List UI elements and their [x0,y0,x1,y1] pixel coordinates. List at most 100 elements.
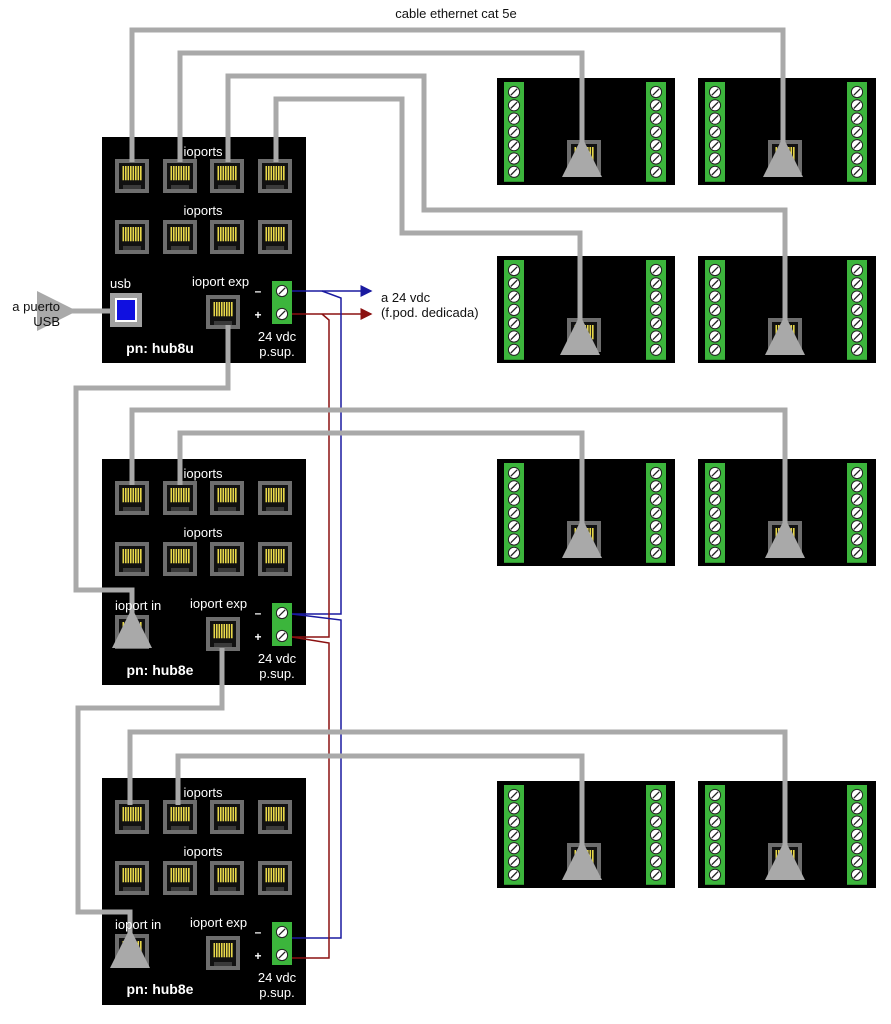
terminal-block-left [504,82,524,182]
ethernet-cable [177,50,602,177]
ioport-bottom-3 [210,542,244,576]
ioport-exp-connector [206,295,240,329]
ioport-bottom-4 [258,542,292,576]
ioport-bottom-1 [115,542,149,576]
ioport-bottom-4 [258,220,292,254]
ioport-top-3 [210,800,244,834]
minus-sign: – [255,925,262,939]
ioport-in-label: ioport in [115,598,161,613]
ioports-label: ioports [183,144,223,159]
ioports-label: ioports [183,844,223,859]
ethernet-cable [273,96,600,355]
io-module-3 [497,256,675,363]
terminal-block-right [847,82,867,182]
ethernet-cable [129,27,803,177]
ioport-bottom-1 [115,861,149,895]
terminal-block-right [847,785,867,885]
psu-label: p.sup. [259,985,294,1000]
ioport-top-4 [258,481,292,515]
terminal-block-left [504,260,524,360]
usb-label: usb [110,276,131,291]
part-number: pn: hub8e [127,662,194,678]
ioport-bottom-3 [210,861,244,895]
psu-label: p.sup. [259,666,294,681]
ioport-bottom-3 [210,220,244,254]
ioport-bottom-4 [258,861,292,895]
power-supply-label: (f.pod. dedicada) [381,305,479,320]
terminal-block-right [646,260,666,360]
minus-sign: – [255,284,262,298]
usb-icon [117,300,135,320]
io-module-port [567,843,601,877]
psu-label: 24 vdc [258,970,297,985]
ioport-top-2 [163,481,197,515]
terminal-block-left [705,785,725,885]
plus-sign: + [254,308,261,322]
terminal-block-right [847,463,867,563]
ioports-label: ioports [183,525,223,540]
expansion-cable [75,648,225,968]
io-module-port [768,318,802,352]
expansion-cable [73,325,231,648]
wire-negative-bus [292,290,342,615]
ioport-top-3 [210,159,244,193]
part-number: pn: hub8e [127,981,194,997]
ioport-top-2 [163,159,197,193]
ioport-bottom-2 [163,542,197,576]
part-number: pn: hub8u [126,340,194,356]
wire-positive-bus [292,313,330,638]
ioport-exp-label: ioport exp [192,274,249,289]
ioport-top-1 [115,159,149,193]
hub-panel-2 [102,459,306,685]
terminal-block-right [847,260,867,360]
ioports-label: ioports [183,203,223,218]
psu-label: p.sup. [259,344,294,359]
psu-label: 24 vdc [258,329,297,344]
ioport-top-3 [210,481,244,515]
terminal-block-left [504,785,524,885]
terminal-block-left [705,463,725,563]
ioports-label: ioports [183,785,223,800]
io-module-1 [497,78,675,185]
wire-positive-bus [291,636,330,959]
ioport-bottom-2 [163,220,197,254]
ioport-in-connector [115,615,149,649]
ioport-bottom-2 [163,861,197,895]
psu-label: 24 vdc [258,651,297,666]
power-terminal [272,603,292,646]
minus-sign: – [255,606,262,620]
ioport-exp-connector [206,617,240,651]
io-module-5 [497,459,675,566]
plus-sign: + [254,630,261,644]
ioport-top-1 [115,481,149,515]
ioport-top-4 [258,159,292,193]
ioport-exp-label: ioport exp [190,915,247,930]
terminal-block-right [646,785,666,885]
ethernet-cable [175,753,602,880]
terminal-block-right [646,463,666,563]
io-module-2 [698,78,876,185]
ioport-top-4 [258,800,292,834]
terminal-block-right [646,82,666,182]
ioport-in-label: ioport in [115,917,161,932]
plus-sign: + [254,949,261,963]
ethernet-cable [225,73,805,355]
ethernet-cable [129,407,805,558]
power-terminal [272,922,292,965]
io-module-7 [497,781,675,888]
ethernet-cable [177,430,602,558]
io-module-port [768,843,802,877]
cable-label: cable ethernet cat 5e [395,6,516,21]
power-supply-label: a 24 vdc [381,290,431,305]
hub-panel-1 [102,137,306,363]
ioport-top-1 [115,800,149,834]
io-module-port [768,521,802,555]
wire-negative-bus [291,613,342,939]
ioports-label: ioports [183,466,223,481]
usb-host-label: USB [33,314,60,329]
terminal-block-left [705,82,725,182]
io-module-port [567,521,601,555]
usb-port [110,293,142,327]
power-terminal [272,281,292,324]
